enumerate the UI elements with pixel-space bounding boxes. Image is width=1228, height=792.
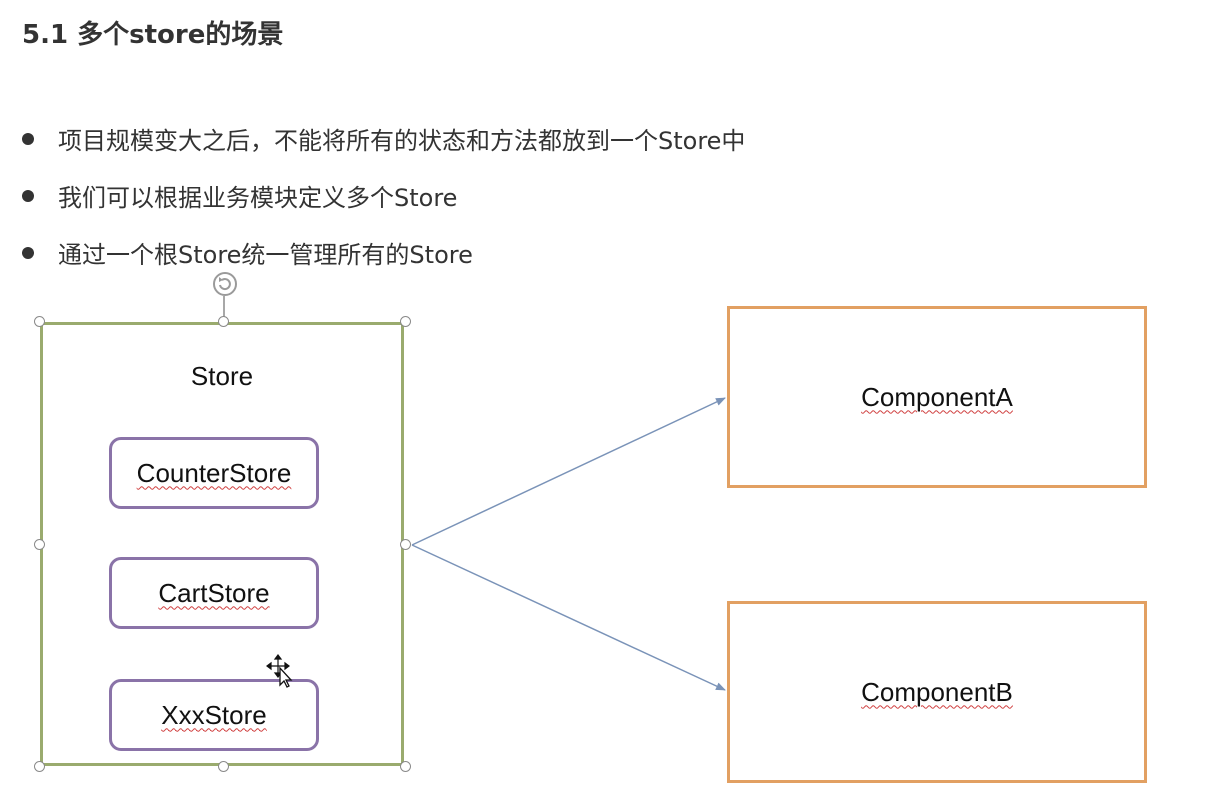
rotate-handle-stem — [223, 296, 225, 318]
inner-store-label: CartStore — [158, 577, 270, 608]
resize-handle-top[interactable] — [218, 316, 229, 327]
bullet-dot-icon — [22, 189, 34, 202]
resize-handle-top-right[interactable] — [400, 316, 411, 327]
bullet-text: 通过一个根Store统一管理所有的Store — [58, 241, 473, 269]
bullet-list: 项目规模变大之后，不能将所有的状态和方法都放到一个Store中 我们可以根据业务… — [22, 110, 745, 281]
bullet-item: 项目规模变大之后，不能将所有的状态和方法都放到一个Store中 — [22, 110, 745, 167]
inner-store-label: CounterStore — [136, 457, 292, 488]
bullet-item: 我们可以根据业务模块定义多个Store — [22, 167, 745, 224]
resize-handle-left[interactable] — [34, 539, 45, 550]
move-cursor-icon — [266, 654, 296, 688]
store-container[interactable]: Store CounterStore CartStore XxxStore — [40, 322, 404, 766]
component-b-label: ComponentB — [861, 676, 1013, 707]
rotate-handle-icon[interactable] — [211, 270, 239, 298]
inner-store-box[interactable]: CounterStore — [109, 437, 319, 509]
resize-handle-bottom-left[interactable] — [34, 761, 45, 772]
component-b-box[interactable]: ComponentB — [727, 601, 1147, 783]
component-a-box[interactable]: ComponentA — [727, 306, 1147, 488]
store-label: Store — [190, 361, 254, 391]
resize-handle-right[interactable] — [400, 539, 411, 550]
arrow-to-component-a[interactable] — [411, 397, 726, 546]
resize-handle-bottom[interactable] — [218, 761, 229, 772]
slide-title: 5.1 多个store的场景 — [22, 20, 284, 50]
arrow-to-component-b[interactable] — [411, 544, 726, 691]
inner-store-box[interactable]: CartStore — [109, 557, 319, 629]
inner-store-box[interactable]: XxxStore — [109, 679, 319, 751]
bullet-dot-icon — [22, 246, 34, 259]
component-a-label: ComponentA — [861, 381, 1013, 412]
resize-handle-top-left[interactable] — [34, 316, 45, 327]
bullet-dot-icon — [22, 132, 34, 145]
bullet-text: 项目规模变大之后，不能将所有的状态和方法都放到一个Store中 — [58, 127, 746, 155]
bullet-item: 通过一个根Store统一管理所有的Store — [22, 224, 745, 281]
inner-store-label: XxxStore — [161, 699, 267, 730]
resize-handle-bottom-right[interactable] — [400, 761, 411, 772]
bullet-text: 我们可以根据业务模块定义多个Store — [58, 184, 458, 212]
